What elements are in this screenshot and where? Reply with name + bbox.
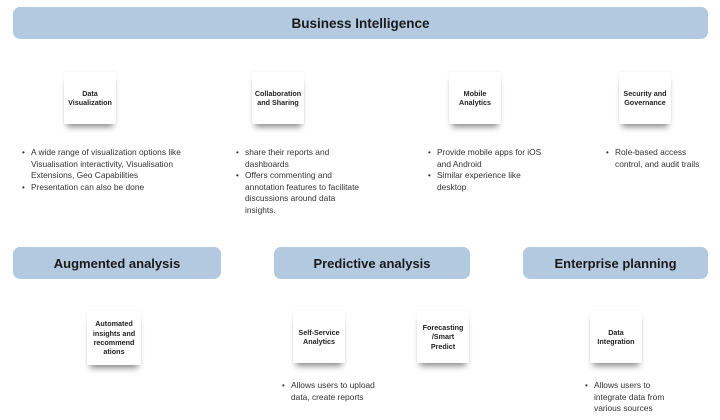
section-banner-augmented-analysis: Augmented analysis bbox=[13, 247, 221, 279]
feature-card-label: Data Integration bbox=[597, 327, 635, 346]
main-title-banner: Business Intelligence bbox=[13, 7, 708, 39]
feature-card-label: Mobile Analytics bbox=[459, 88, 491, 107]
section-banner-enterprise-planning: Enterprise planning bbox=[523, 247, 708, 279]
feature-card-label: Data Visualization bbox=[68, 88, 112, 107]
section-title: Augmented analysis bbox=[53, 255, 181, 271]
bullet-list-security-governance: Role-based access control, and audit tra… bbox=[606, 147, 711, 170]
bullet-item: Allows users to integrate data from vari… bbox=[585, 380, 685, 415]
feature-card-label: Automated insights and recommend ations bbox=[92, 319, 136, 357]
section-title: Enterprise planning bbox=[554, 255, 677, 271]
bullet-list-data-integration: Allows users to integrate data from vari… bbox=[585, 380, 685, 415]
feature-card-self-service-analytics: Self-Service Analytics bbox=[293, 311, 345, 363]
bullet-list-data-visualization: A wide range of visualization options li… bbox=[22, 147, 182, 193]
bullet-item: A wide range of visualization options li… bbox=[22, 147, 182, 182]
bullet-item: Allows users to upload data, create repo… bbox=[282, 380, 382, 403]
feature-card-data-integration: Data Integration bbox=[590, 311, 642, 363]
bullet-list-collaboration-sharing: share their reports and dashboards Offer… bbox=[236, 147, 364, 216]
feature-card-label: Forecasting /Smart Predict bbox=[422, 322, 464, 351]
feature-card-mobile-analytics: Mobile Analytics bbox=[449, 72, 501, 124]
feature-card-data-visualization: Data Visualization bbox=[64, 72, 116, 124]
feature-card-label: Security and Governance bbox=[623, 88, 667, 107]
feature-card-label: Collaboration and Sharing bbox=[254, 88, 302, 107]
feature-card-label: Self-Service Analytics bbox=[298, 327, 340, 346]
feature-card-collaboration-sharing: Collaboration and Sharing bbox=[252, 72, 304, 124]
bullet-item: Presentation can also be done bbox=[22, 182, 182, 194]
section-title: Predictive analysis bbox=[313, 255, 431, 271]
bullet-item: Role-based access control, and audit tra… bbox=[606, 147, 711, 170]
bullet-item: Offers commenting and annotation feature… bbox=[236, 170, 364, 216]
bullet-list-mobile-analytics: Provide mobile apps for iOS and Android … bbox=[428, 147, 546, 193]
feature-card-forecasting-smart-predict: Forecasting /Smart Predict bbox=[417, 311, 469, 363]
main-title: Business Intelligence bbox=[291, 15, 430, 31]
bullet-item: Provide mobile apps for iOS and Android bbox=[428, 147, 546, 170]
feature-card-security-governance: Security and Governance bbox=[619, 72, 671, 124]
section-banner-predictive-analysis: Predictive analysis bbox=[274, 247, 470, 279]
bullet-item: share their reports and dashboards bbox=[236, 147, 364, 170]
bullet-item: Similar experience like desktop bbox=[428, 170, 546, 193]
feature-card-automated-insights: Automated insights and recommend ations bbox=[87, 311, 141, 365]
bullet-list-self-service-analytics: Allows users to upload data, create repo… bbox=[282, 380, 382, 403]
